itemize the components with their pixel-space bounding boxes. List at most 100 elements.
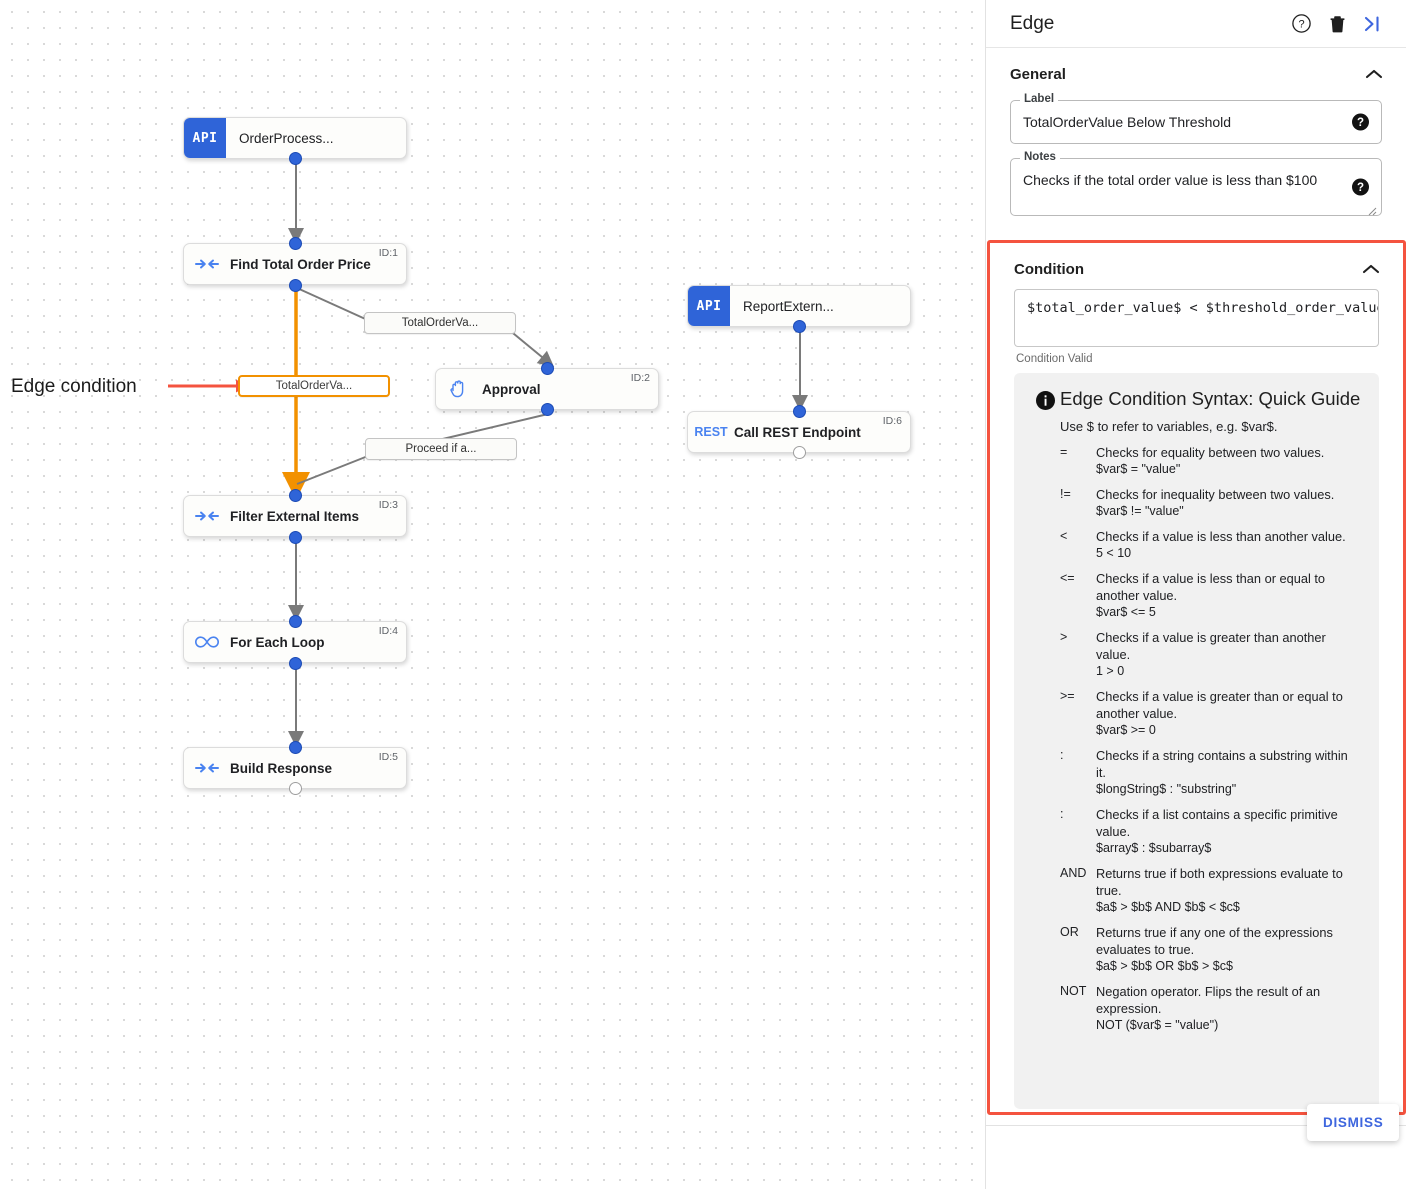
operator-description: Returns true if both expressions evaluat… <box>1096 866 1343 898</box>
chevron-up-icon[interactable] <box>1361 259 1381 279</box>
infinity-loop-icon <box>184 634 230 650</box>
collapse-panel-icon[interactable] <box>1358 9 1388 39</box>
operator-example: NOT ($var$ = "value") <box>1096 1018 1219 1032</box>
info-icon <box>1030 387 1060 410</box>
operator-symbol: = <box>1060 445 1068 459</box>
rest-badge: REST <box>688 425 734 439</box>
operator-row: AND Returns true if both expressions eva… <box>1030 865 1363 916</box>
node-id: ID:5 <box>378 751 398 763</box>
condition-section-title: Condition <box>1014 260 1084 278</box>
operator-description: Checks if a value is less than or equal … <box>1096 571 1326 603</box>
operator-example: 1 > 0 <box>1096 664 1125 678</box>
operator-symbol: <= <box>1060 571 1075 585</box>
node-id: ID:3 <box>378 499 398 511</box>
node-input-port[interactable] <box>793 405 806 418</box>
workflow-canvas[interactable]: API OrderProcess... Find Total Order Pri… <box>0 0 985 1189</box>
svg-text:?: ? <box>1357 182 1364 194</box>
operator-symbol: : <box>1060 807 1064 821</box>
node-output-port[interactable] <box>289 152 302 165</box>
condition-section-header[interactable]: Condition <box>1004 243 1389 289</box>
operator-example: $var$ != "value" <box>1096 504 1184 518</box>
help-circle-icon[interactable]: ? <box>1286 9 1316 39</box>
operator-row: < Checks if a value is less than another… <box>1030 528 1363 562</box>
edge-label-proceed[interactable]: Proceed if a... <box>365 438 517 460</box>
notes-field[interactable]: Notes Checks if the total order value is… <box>1010 151 1382 216</box>
node-title: Call REST Endpoint <box>734 424 861 440</box>
operator-symbol: AND <box>1060 866 1087 880</box>
svg-text:?: ? <box>1357 117 1364 129</box>
notes-field-value[interactable]: Checks if the total order value is less … <box>1023 172 1318 188</box>
operator-symbol: OR <box>1060 925 1079 939</box>
operator-example: $a$ > $b$ AND $b$ < $c$ <box>1096 900 1240 914</box>
operator-row: > Checks if a value is greater than anot… <box>1030 629 1363 680</box>
operator-symbol: != <box>1060 487 1071 501</box>
operator-description: Checks if a list contains a specific pri… <box>1096 807 1338 839</box>
operator-body: Checks if a list contains a specific pri… <box>1096 806 1363 857</box>
node-output-port[interactable] <box>541 403 554 416</box>
node-output-port[interactable] <box>289 657 302 670</box>
guide-title: Edge Condition Syntax: Quick Guide <box>1060 388 1361 409</box>
condition-expression-input[interactable]: $total_order_value$ < $threshold_order_v… <box>1014 289 1379 347</box>
node-title: Build Response <box>230 760 333 776</box>
node-filter-external-items[interactable]: Filter External Items ID:3 <box>183 495 407 537</box>
operator-body: Checks if a value is less than or equal … <box>1096 570 1363 621</box>
node-input-port[interactable] <box>289 237 302 250</box>
edge-label-selected-condition[interactable]: TotalOrderVa... <box>238 375 390 397</box>
operator-row: : Checks if a string contains a substrin… <box>1030 747 1363 798</box>
rest-badge-text: REST <box>694 425 728 439</box>
operator-example: $array$ : $subarray$ <box>1096 841 1212 855</box>
node-input-port[interactable] <box>541 362 554 375</box>
api-badge: API <box>184 118 226 158</box>
node-output-port[interactable] <box>793 446 806 459</box>
operator-description: Checks for inequality between two values… <box>1096 487 1335 502</box>
operator-body: Checks for inequality between two values… <box>1096 486 1363 520</box>
trash-icon[interactable] <box>1322 9 1352 39</box>
operator-example: $longString$ : "substring" <box>1096 782 1237 796</box>
node-input-port[interactable] <box>289 741 302 754</box>
node-title: For Each Loop <box>230 634 325 650</box>
api-badge: API <box>688 286 730 326</box>
operator-symbol: NOT <box>1060 984 1087 998</box>
operator-symbol: < <box>1060 529 1068 543</box>
condition-section: Condition $total_order_value$ < $thresho… <box>990 243 1403 1109</box>
node-id: ID:2 <box>630 372 650 384</box>
operator-body: Checks if a value is less than another v… <box>1096 528 1363 562</box>
operator-description: Returns true if any one of the expressio… <box>1096 925 1333 957</box>
label-field-value[interactable]: TotalOrderValue Below Threshold <box>1023 114 1232 130</box>
node-input-port[interactable] <box>289 615 302 628</box>
operator-example: $var$ >= 0 <box>1096 723 1156 737</box>
node-output-port[interactable] <box>289 279 302 292</box>
operator-body: Negation operator. Flips the result of a… <box>1096 983 1363 1034</box>
label-field[interactable]: Label TotalOrderValue Below Threshold ? <box>1010 93 1382 144</box>
general-section-header[interactable]: General <box>1000 48 1392 94</box>
operator-body: Checks if a value is greater than or equ… <box>1096 688 1363 739</box>
converge-arrows-icon <box>184 255 230 273</box>
operator-row: != Checks for inequality between two val… <box>1030 486 1363 520</box>
node-input-port[interactable] <box>289 489 302 502</box>
general-section: General Label TotalOrderValue Below Thre… <box>986 48 1406 216</box>
label-field-label: Label <box>1020 93 1059 105</box>
node-title: Filter External Items <box>230 508 360 524</box>
edge-label-to-approval[interactable]: TotalOrderVa... <box>364 312 516 334</box>
notes-help-icon[interactable]: ? <box>1352 178 1369 196</box>
dismiss-button[interactable]: DISMISS <box>1307 1104 1400 1141</box>
operator-example: $var$ <= 5 <box>1096 605 1156 619</box>
chevron-up-icon[interactable] <box>1364 64 1384 84</box>
node-call-rest-endpoint[interactable]: REST Call REST Endpoint ID:6 <box>687 411 911 453</box>
operator-description: Negation operator. Flips the result of a… <box>1096 984 1321 1016</box>
node-title: Approval <box>482 381 541 397</box>
operator-body: Checks if a string contains a substring … <box>1096 747 1363 798</box>
node-output-port[interactable] <box>289 531 302 544</box>
operator-body: Checks for equality between two values. … <box>1096 444 1363 478</box>
label-help-icon[interactable]: ? <box>1352 113 1369 131</box>
node-output-port[interactable] <box>793 320 806 333</box>
operator-symbol: >= <box>1060 689 1075 703</box>
converge-arrows-icon <box>184 507 230 525</box>
node-title: OrderProcess... <box>239 130 334 146</box>
operator-example: $var$ = "value" <box>1096 462 1181 476</box>
node-id: ID:4 <box>378 625 398 637</box>
node-id: ID:6 <box>882 415 902 427</box>
notes-resize-handle[interactable] <box>1367 203 1377 216</box>
node-output-port[interactable] <box>289 782 302 795</box>
panel-footer: DISMISS <box>986 1104 1406 1189</box>
